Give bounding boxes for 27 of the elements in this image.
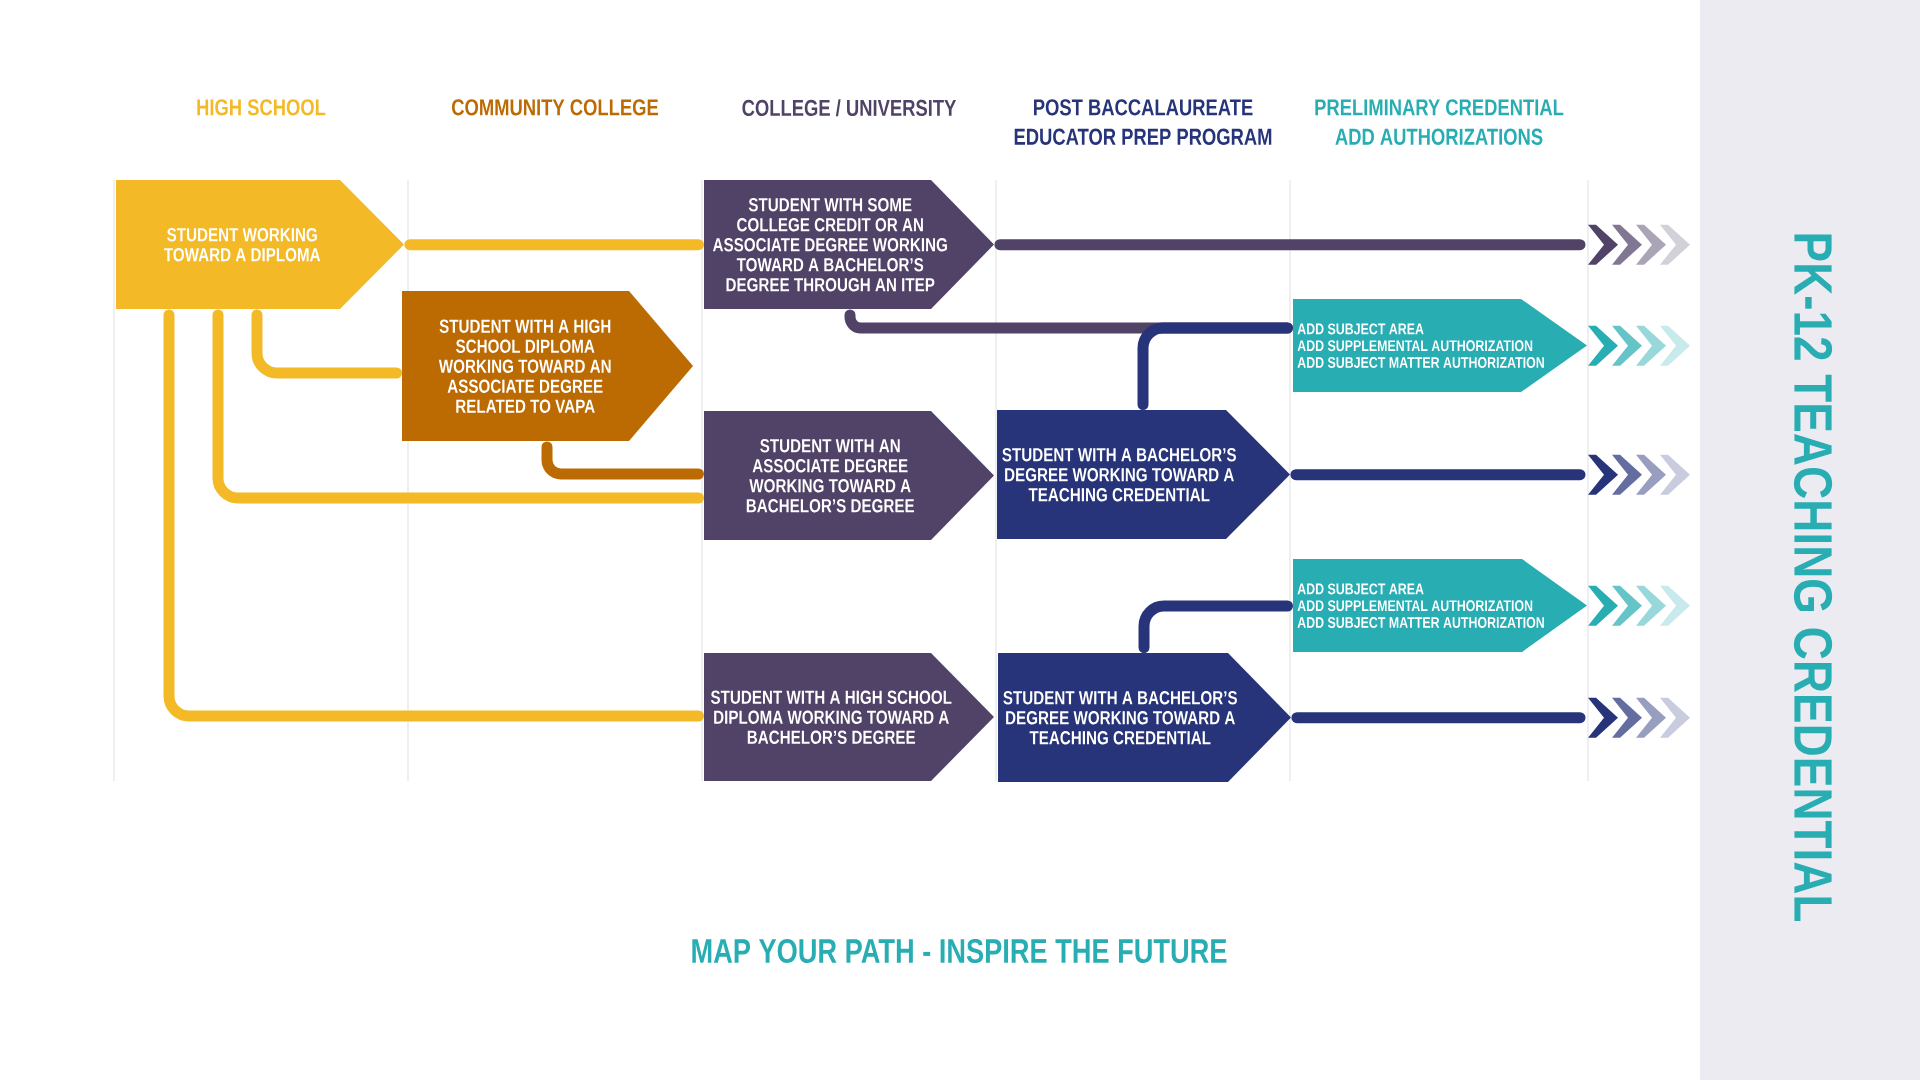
connector-line [1137,322,1293,410]
arrow-box: STUDENT WITH A HIGH SCHOOL DIPLOMA WORKING TOWARD AN ASSOCIATE DEGREE RELATED TO VAPA [402,291,693,441]
arrow-box: ADD SUBJECT AREA ADD SUPPLEMENTAL AUTHORIZATION ADD SUBJECT MATTER AUTHORIZATION [1293,559,1587,652]
connector-line [404,239,704,251]
tagline: MAP YOUR PATH - INSPIRE THE FUTURE [692,938,1227,964]
arrow-box: STUDENT WITH A HIGH SCHOOL DIPLOMA WORKING TOWARD A BACHELOR’S DEGREE [704,653,994,781]
column-heading: COMMUNITY COLLEGE [452,99,659,116]
chevron-arrow [1581,585,1690,626]
chevron-arrow [1581,325,1690,366]
arrow-box: STUDENT WITH A BACHELOR’S DEGREE WORKING TOWARD A TEACHING CREDENTIAL [998,653,1291,782]
vertical-title: PK-12 TEACHING CREDENTIAL [1793,234,1833,922]
arrow-box: STUDENT WITH SOME COLLEGE CREDIT OR AN ASSOCIATE DEGREE WORKING TOWARD A BACHELOR’S DEGREE THROUGH AN ITEP [704,180,994,309]
arrow-box: STUDENT WITH A BACHELOR’S DEGREE WORKING TOWARD A TEACHING CREDENTIAL [997,410,1290,539]
connector-line [541,441,704,480]
connector-line [163,309,704,722]
column-heading: PRELIMINARY CREDENTIAL ADD AUTHORIZATIONS [1315,99,1564,145]
arrow-box: STUDENT WITH AN ASSOCIATE DEGREE WORKING TOWARD A BACHELOR’S DEGREE [704,411,994,540]
column-heading: COLLEGE / UNIVERSITY [742,99,957,117]
chevron-arrow [1291,697,1690,738]
chevron-arrow [994,224,1690,265]
arrow-box: ADD SUBJECT AREA ADD SUPPLEMENTAL AUTHORIZATION ADD SUBJECT MATTER AUTHORIZATION [1293,299,1587,392]
connector-line [251,309,402,379]
chevron-arrow [1290,454,1690,495]
arrow-box: STUDENT WORKING TOWARD A DIPLOMA [116,180,404,309]
connector-line [212,309,704,504]
column-heading: HIGH SCHOOL [197,99,326,116]
column-heading: POST BACCALAUREATE EDUCATOR PREP PROGRAM [1014,99,1272,145]
